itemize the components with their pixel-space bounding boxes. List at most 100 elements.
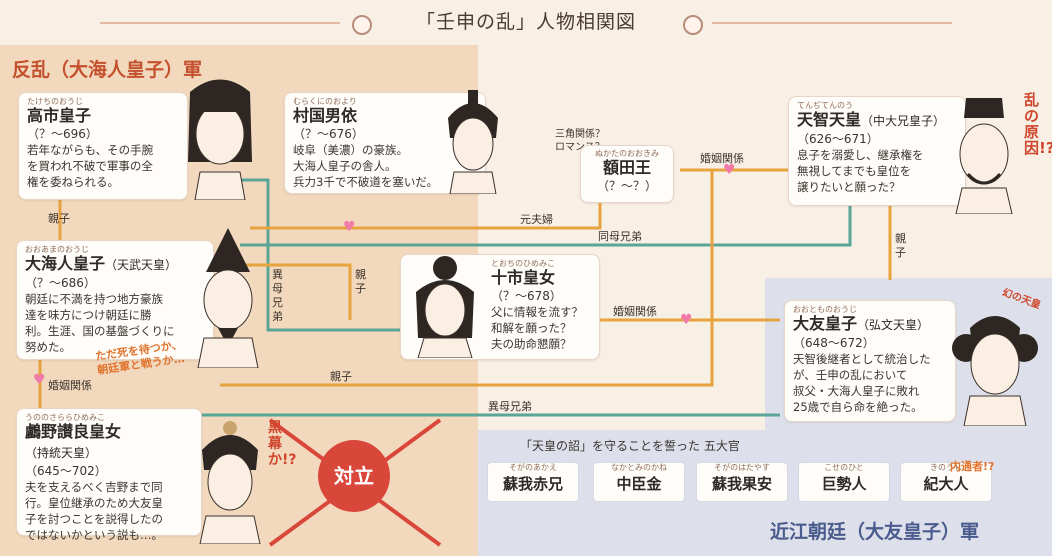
title-ornament-left: [100, 22, 340, 24]
ruby: てんぢてんのう: [797, 101, 853, 110]
official-card: そがのはたやす 蘇我果安: [696, 462, 788, 502]
person-desc: 叔父・大海人皇子に敗れ: [793, 384, 920, 398]
relation-label-dobo: 同母兄弟: [598, 230, 642, 243]
title-ornament-icon: [352, 15, 372, 35]
line-oyako-tochi: [240, 263, 352, 320]
heart-icon: ♥: [723, 162, 736, 178]
person-name: 天智天皇: [797, 110, 862, 129]
person-card-otomo: おおとものおうじ 大友皇子（弘文天皇） （648～672） 天智後継者として統治…: [784, 300, 956, 422]
person-desc: 息子を溺愛し、継承権を: [797, 148, 924, 162]
ruby: そがのあかえ: [509, 463, 557, 472]
portrait-oama: [197, 228, 259, 368]
ruby: ぬかたのおおきみ: [595, 149, 659, 158]
person-desc: 朝廷に不満を持つ地方豪族: [25, 292, 163, 306]
person-name: 額田王: [602, 158, 651, 177]
ruby: たけちのおうじ: [27, 97, 83, 106]
person-desc: ではないかという説も…。: [25, 528, 163, 542]
person-card-takechi: たけちのおうじ 高市皇子 （？～696） 若年ながらも、その手腕 を買われ不破で…: [18, 92, 188, 200]
person-desc: 子を討つことを説得したの: [25, 512, 163, 526]
relation-label-motofufu: 元夫婦: [520, 213, 553, 226]
officials-heading: 「天皇の詔」を守ることを誓った 五大官: [520, 439, 740, 453]
ruby: おおとものおうじ: [793, 305, 857, 314]
ruby: とおちのひめみこ: [491, 259, 555, 268]
relation-label-ibo: 異母兄弟: [488, 400, 532, 413]
person-desc: 父に情報を流す？: [491, 305, 583, 319]
relation-label-oyako: 親子: [48, 212, 70, 225]
title-bar: 「壬申の乱」人物相関図: [0, 4, 1052, 40]
person-years: （？～？）: [596, 179, 657, 193]
annotation-kuromaku: 黒幕か!?: [268, 420, 297, 468]
relation-label-ibo: 異母兄弟: [272, 268, 283, 323]
heart-icon: ♥: [680, 312, 693, 328]
official-card: こせのひと 巨勢人: [798, 462, 890, 502]
portrait-otomo: [952, 316, 1038, 426]
portrait-takechi: [188, 79, 252, 200]
person-desc: 夫の助命懇願？: [491, 337, 572, 351]
person-years: （648～672）: [793, 336, 875, 350]
relation-label-sankaku: 三角関係？ ロマンス？: [555, 129, 605, 153]
official-name: 蘇我果安: [711, 475, 772, 493]
person-card-nukata: ぬかたのおおきみ 額田王 （？～？）: [580, 145, 674, 203]
relation-label-konin: 婚姻関係: [48, 379, 92, 392]
portrait-tochi: [416, 256, 474, 358]
ruby: うののさららひめみこ: [25, 413, 105, 422]
person-years: （645～702）: [25, 464, 107, 478]
person-desc: 努めた。: [25, 340, 71, 354]
person-years: （？～686）: [25, 276, 96, 290]
relation-label-konin: 婚姻関係: [613, 305, 657, 318]
person-subname: （天武天皇）: [105, 258, 178, 272]
portrait-murakuni: [448, 90, 498, 194]
ruby: きのうし: [930, 463, 962, 472]
ruby: おおあまのおうじ: [25, 245, 89, 254]
official-name: 紀大人: [923, 475, 969, 493]
line-dobo: [240, 205, 852, 247]
official-card: そがのあかえ 蘇我赤兄: [487, 462, 579, 502]
person-subname: （持統天皇）: [25, 446, 98, 460]
person-desc: 和解を願った？: [491, 321, 572, 335]
person-desc: 権を委ねられる。: [27, 175, 119, 189]
person-name: 村国男依: [293, 106, 358, 125]
court-faction-label: 近江朝廷（大友皇子）軍: [770, 521, 980, 543]
official-name: 巨勢人: [821, 475, 867, 493]
tairitsu-badge: 対立: [318, 440, 390, 512]
title-ornament-right: [712, 22, 952, 24]
person-desc: 岐阜（美濃）の豪族。: [293, 143, 408, 157]
person-card-murakuni: むらくにのおより 村国男依 （？～676） 岐阜（美濃）の豪族。 大海人皇子の舎…: [284, 92, 486, 194]
official-name: 中臣金: [616, 475, 662, 493]
person-name: 大友皇子: [793, 314, 858, 333]
person-name: 鸕野讃良皇女: [25, 422, 122, 441]
person-desc: 天智後継者として統治した: [793, 352, 931, 366]
person-years: （？～678）: [491, 289, 562, 303]
rebel-faction-label: 反乱（大海人皇子）軍: [12, 59, 203, 81]
official-name: 蘇我赤兄: [502, 475, 563, 493]
person-desc: 行。皇位継承のため大友皇: [25, 496, 163, 510]
line-motofufu: [250, 200, 602, 230]
person-subname: （中大兄皇子）: [861, 114, 946, 128]
person-desc: 兵力3千で不破道を塞いだ。: [293, 175, 438, 189]
person-desc: 利。生涯、国の基盤づくりに: [25, 324, 175, 338]
person-card-oama: おおあまのおうじ 大海人皇子（天武天皇） （？～686） 朝廷に不満を持つ地方豪…: [16, 240, 214, 360]
person-name: 高市皇子: [27, 106, 92, 125]
page-title: 「壬申の乱」人物相関図: [415, 11, 636, 33]
annotation-ran: 乱の原因!?: [1024, 91, 1052, 157]
person-years: （？～696）: [27, 127, 98, 141]
relation-label-oyako: 親子: [895, 232, 906, 259]
ruby: こせのひと: [824, 463, 864, 472]
official-card: きのうし 紀大人: [900, 462, 992, 502]
person-desc: 達を味方につけ朝廷に勝: [25, 308, 152, 322]
person-subname: （弘文天皇）: [857, 318, 930, 332]
person-desc: 譲りたいと願った？: [797, 180, 901, 194]
person-card-tenji: てんぢてんのう 天智天皇（中大兄皇子） （626～671） 息子を溺愛し、継承権…: [788, 96, 966, 206]
person-name: 大海人皇子: [25, 254, 106, 273]
portrait-uno: [199, 421, 261, 544]
ruby: なかとみのかね: [611, 463, 667, 472]
relation-label-oyako: 親子: [355, 268, 366, 295]
ruby: そがのはたやす: [714, 463, 770, 472]
person-desc: 無視してまでも皇位を: [797, 164, 912, 178]
relation-label-konin: 婚姻関係: [700, 152, 744, 165]
person-years: （626～671）: [797, 132, 879, 146]
person-desc: を買われ不破で軍事の全: [27, 159, 153, 173]
person-name: 十市皇女: [491, 268, 556, 287]
title-ornament-icon: [683, 15, 703, 35]
